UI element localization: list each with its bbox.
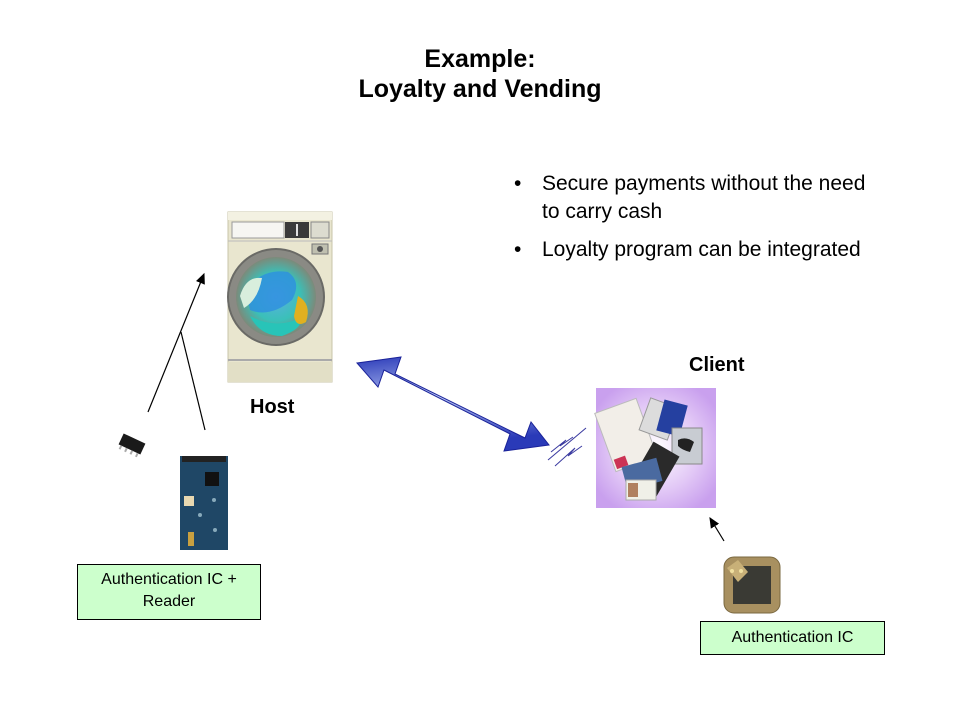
connection-arrows bbox=[147, 272, 725, 542]
bullet-icon: • bbox=[514, 172, 522, 195]
bullet-item: • Loyalty program can be integrated bbox=[512, 236, 872, 264]
reader-branch-line bbox=[180, 331, 206, 431]
client-box-text: Authentication IC bbox=[731, 629, 854, 646]
title-line-1: Example: bbox=[424, 45, 536, 73]
host-client-double-arrow bbox=[356, 356, 550, 452]
bullet-text: Secure payments without the need to carr… bbox=[542, 172, 866, 223]
reader-label-box: Authentication IC + Reader bbox=[77, 564, 261, 620]
slide-title: Example: Loyalty and Vending bbox=[0, 44, 960, 104]
client-label: Client bbox=[689, 354, 745, 376]
host-label: Host bbox=[250, 396, 295, 418]
washing-machine-icon bbox=[227, 211, 333, 383]
ic-chip-icon bbox=[118, 433, 146, 458]
ic-to-client-arrow bbox=[709, 516, 725, 542]
title-line-2: Loyalty and Vending bbox=[358, 75, 602, 103]
bullet-text: Loyalty program can be integrated bbox=[542, 238, 861, 261]
bullet-list: • Secure payments without the need to car… bbox=[512, 170, 872, 274]
reader-box-line-1: Authentication IC + bbox=[101, 571, 237, 588]
client-devices-icon bbox=[594, 388, 716, 508]
reader-to-host-arrow bbox=[147, 272, 205, 413]
client-ic-label-box: Authentication IC bbox=[700, 621, 885, 655]
reader-board-icon bbox=[180, 456, 228, 550]
wireless-signal-icon bbox=[547, 427, 587, 467]
rfid-chip-icon bbox=[723, 556, 781, 614]
reader-box-line-2: Reader bbox=[142, 593, 196, 610]
bullet-item: • Secure payments without the need to car… bbox=[512, 170, 872, 226]
bullet-icon: • bbox=[514, 238, 522, 261]
